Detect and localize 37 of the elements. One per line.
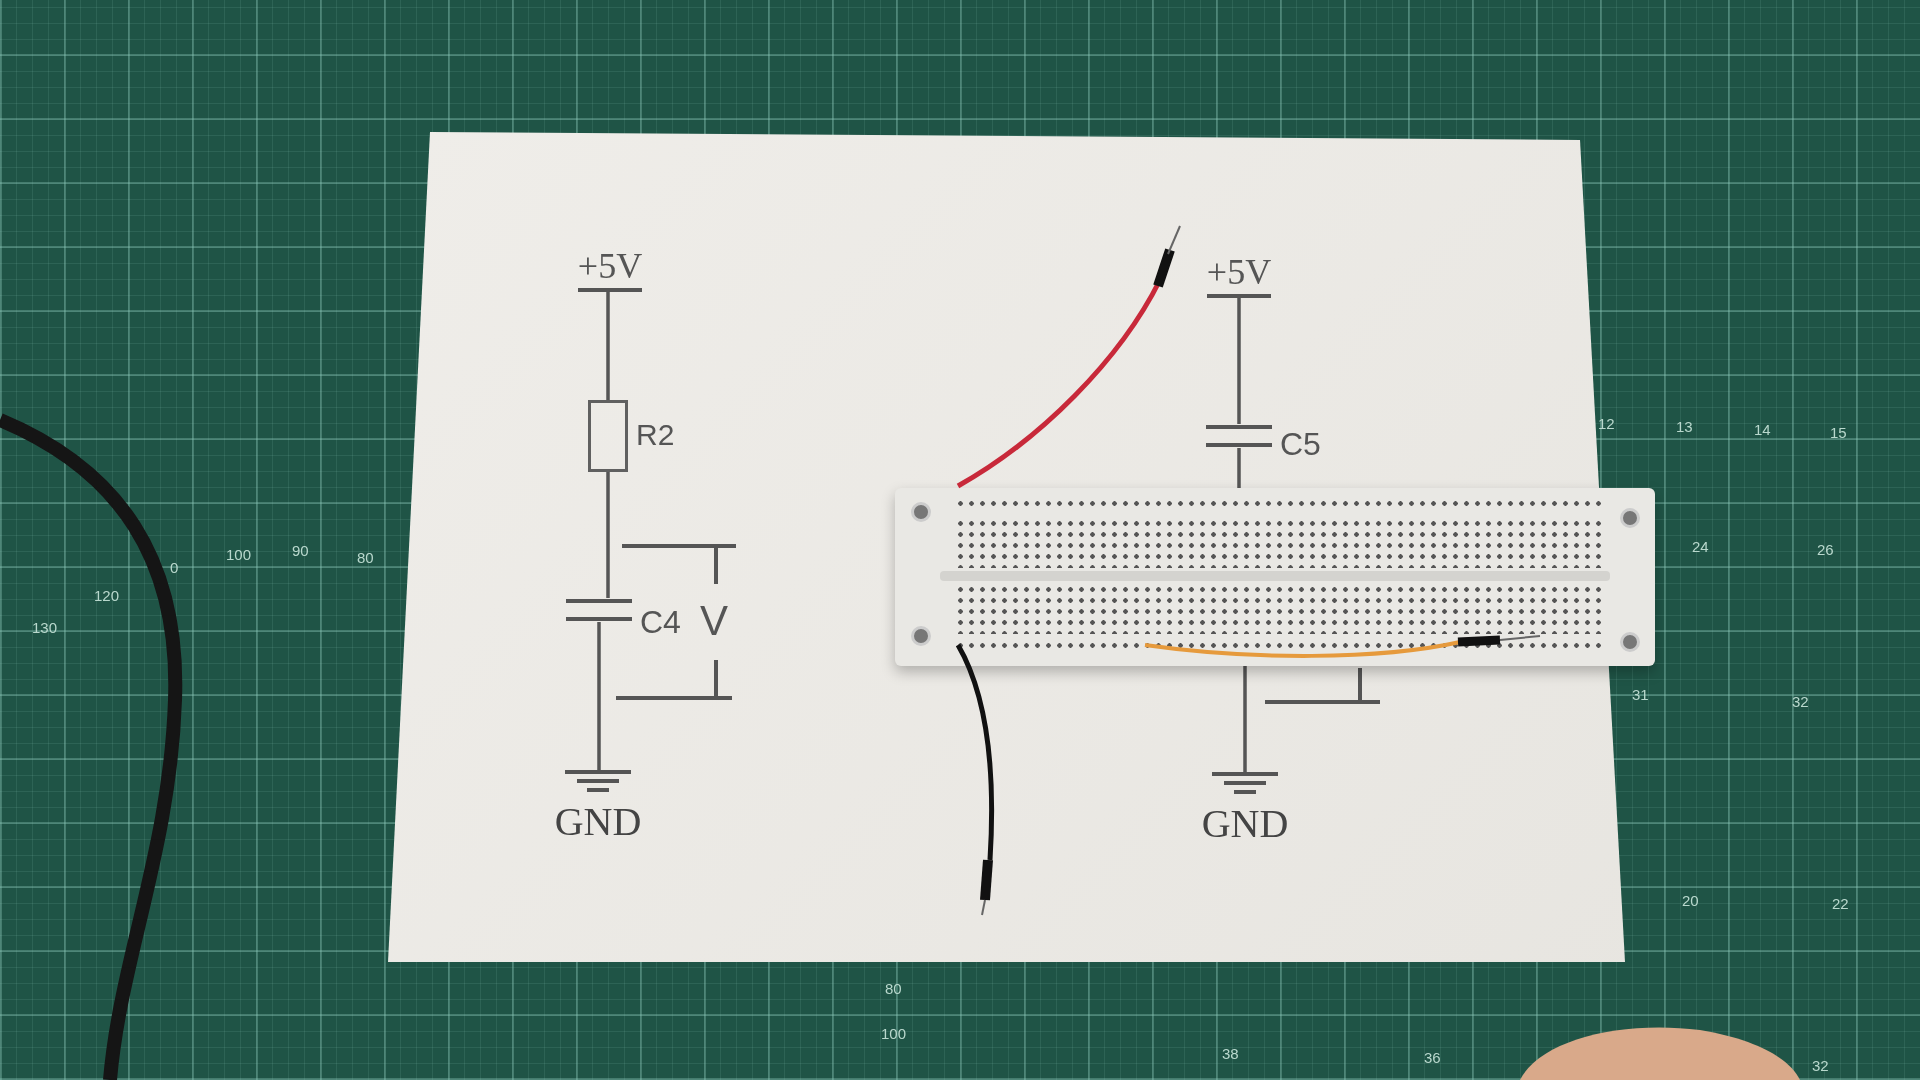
component-label: R2 bbox=[636, 420, 675, 450]
ruler-number: 32 bbox=[1812, 1058, 1829, 1073]
ruler-number: 38 bbox=[1222, 1046, 1239, 1061]
ruler-number: 26 bbox=[1817, 542, 1834, 557]
ruler-number: 100 bbox=[881, 1026, 907, 1041]
voltage-label: +5V bbox=[577, 248, 643, 288]
ruler-number: 24 bbox=[1692, 539, 1709, 554]
component-label: C5 bbox=[1280, 428, 1321, 460]
ruler-number: 13 bbox=[1676, 419, 1693, 434]
wire bbox=[606, 292, 610, 400]
ground-label: GND bbox=[1201, 804, 1289, 844]
ruler-number: 100 bbox=[226, 547, 252, 562]
component-label: C4 bbox=[640, 606, 681, 638]
ruler-number: 120 bbox=[94, 588, 120, 603]
voltage-label: V bbox=[700, 600, 728, 642]
resistor-symbol bbox=[588, 400, 628, 472]
ruler-number: 15 bbox=[1830, 425, 1847, 440]
ruler-number: 36 bbox=[1424, 1050, 1441, 1065]
ruler-number: 14 bbox=[1754, 422, 1771, 437]
wire bbox=[1237, 298, 1241, 424]
ruler-number: 32 bbox=[1792, 694, 1809, 709]
wire bbox=[597, 622, 601, 770]
voltage-label: +5V bbox=[1206, 254, 1272, 294]
ruler-number: 20 bbox=[1682, 893, 1699, 908]
breadboard-drawing bbox=[895, 488, 1655, 666]
ruler-number: 90 bbox=[292, 543, 309, 558]
ruler-number: 130 bbox=[32, 620, 58, 635]
ruler-number: 0 bbox=[170, 560, 179, 575]
wire bbox=[606, 472, 610, 598]
ruler-number: 12 bbox=[1598, 416, 1615, 431]
ground-label: GND bbox=[554, 802, 642, 842]
ruler-number: 22 bbox=[1832, 896, 1849, 911]
wire bbox=[1237, 448, 1241, 488]
ruler-number: 80 bbox=[885, 981, 902, 996]
wire bbox=[1243, 666, 1247, 772]
ruler-number: 80 bbox=[357, 550, 374, 565]
ruler-number: 31 bbox=[1632, 687, 1649, 702]
